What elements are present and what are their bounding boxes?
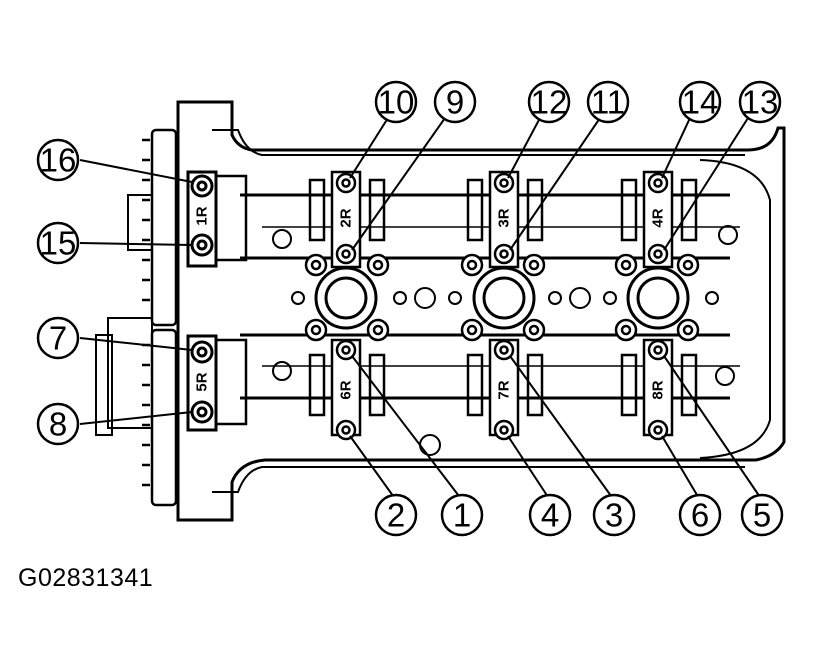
rocker-bolts: [304, 253, 700, 342]
cap-label-2r: 2R: [338, 208, 355, 227]
cap-label-5r: 5R: [194, 372, 211, 391]
callout-2: 2: [387, 497, 405, 534]
callout-13: 13: [742, 84, 779, 121]
cap-label-1r: 1R: [194, 206, 211, 225]
cap-label-8r: 8R: [650, 380, 667, 399]
callout-11: 11: [591, 84, 625, 121]
front-bearing-caps: [186, 170, 248, 432]
callout-15: 15: [40, 225, 77, 262]
callout-5: 5: [753, 497, 771, 534]
callout-7: 7: [49, 320, 67, 357]
callout-6: 6: [691, 497, 709, 534]
callout-8: 8: [49, 406, 67, 443]
callout-numbers: 16 15 7 8 10 9 12 11 14 13 2 1 4 3 6 5: [40, 84, 779, 534]
journal-bearing-caps: [308, 170, 698, 441]
figure-id: G02831341: [18, 564, 154, 592]
cap-label-7r: 7R: [496, 380, 513, 399]
camshaft-sprockets: [95, 128, 178, 507]
callout-14: 14: [682, 84, 719, 121]
callout-circles: [36, 80, 784, 537]
spark-plug-wells: [291, 266, 719, 330]
callout-4: 4: [541, 497, 559, 534]
cylinder-head-outline: [176, 100, 786, 522]
callout-16: 16: [40, 142, 77, 179]
cap-labels: 1R 2R 3R 4R 5R 6R 7R 8R: [194, 206, 667, 399]
callout-1: 1: [453, 497, 471, 534]
callout-10: 10: [378, 84, 415, 121]
callout-leader-lines: [79, 117, 763, 501]
cap-label-6r: 6R: [338, 380, 355, 399]
callout-12: 12: [531, 84, 568, 121]
callout-3: 3: [605, 497, 623, 534]
callout-9: 9: [446, 84, 464, 121]
cap-label-4r: 4R: [650, 208, 667, 227]
cap-label-3r: 3R: [496, 208, 513, 227]
